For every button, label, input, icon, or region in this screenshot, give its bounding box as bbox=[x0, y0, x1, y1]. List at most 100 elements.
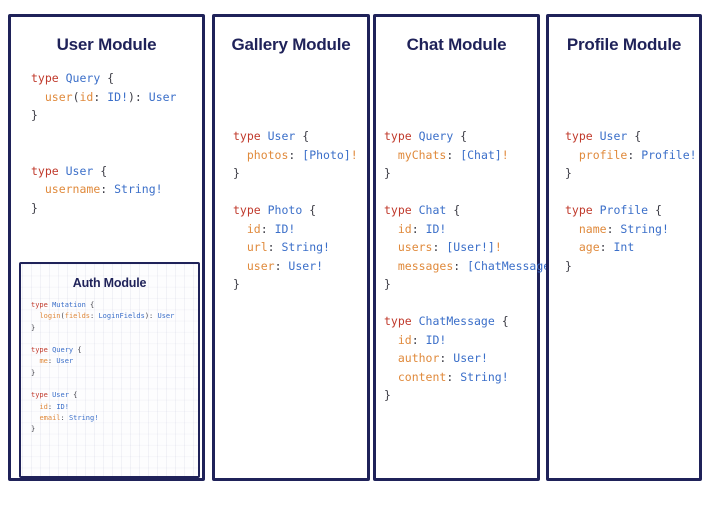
code-line: id: ID! bbox=[384, 331, 537, 350]
code-token: type bbox=[233, 203, 268, 217]
code-token: ! bbox=[501, 147, 509, 162]
code-token: { bbox=[68, 391, 78, 400]
code-token: content bbox=[397, 369, 447, 384]
code-token: } bbox=[565, 258, 572, 273]
code-line: myChats: [Chat]! bbox=[384, 146, 537, 165]
code-token: LoginFields bbox=[98, 312, 145, 321]
code-token: ): bbox=[144, 312, 158, 321]
code-token: [ChatMessage] bbox=[467, 258, 558, 273]
code-token: User bbox=[267, 129, 296, 143]
code-line bbox=[565, 183, 699, 202]
code-token: } bbox=[384, 166, 391, 180]
code-token: Query bbox=[52, 346, 74, 355]
code-token: ID! bbox=[425, 332, 447, 347]
code-token: type bbox=[31, 71, 66, 85]
code-line: me: User bbox=[31, 356, 198, 367]
panel-auth-module[interactable]: Auth Module type Mutation { login(fields… bbox=[19, 262, 200, 478]
code-token: } bbox=[384, 388, 391, 402]
code-token: ( bbox=[72, 89, 80, 104]
code-line: id: ID! bbox=[233, 220, 367, 239]
code-token: age bbox=[578, 240, 600, 254]
code-token: String! bbox=[114, 182, 163, 196]
code-line: users: [User!]! bbox=[384, 238, 537, 257]
code-token: User bbox=[65, 163, 94, 178]
code-token: Profile! bbox=[641, 147, 697, 162]
code-line: login(fields: LoginFields): User bbox=[31, 311, 198, 322]
code-line: } bbox=[31, 323, 198, 334]
code-line: type Query { bbox=[384, 127, 537, 146]
code-token: String! bbox=[281, 240, 330, 254]
code-token bbox=[565, 148, 579, 162]
panel-title-gallery-module: Gallery Module bbox=[231, 35, 351, 54]
code-line: type Mutation { bbox=[31, 300, 198, 311]
code-line: age: Int bbox=[565, 238, 699, 257]
code-token: users bbox=[397, 240, 433, 254]
code-token bbox=[384, 222, 398, 236]
code-token: Int bbox=[613, 240, 635, 254]
code-line: type Photo { bbox=[233, 201, 367, 220]
code-token: type bbox=[233, 129, 268, 143]
code-token: } bbox=[31, 368, 36, 377]
code-token: : bbox=[627, 147, 642, 162]
code-token: { bbox=[494, 314, 509, 328]
code-token: } bbox=[233, 166, 240, 180]
panel-user-module[interactable]: User Module type Query { user(id: ID!): … bbox=[8, 14, 205, 481]
code-line: type User { bbox=[565, 127, 699, 146]
code-block-user-module: type Query { user(id: ID!): User} type U… bbox=[31, 69, 202, 217]
code-token: Query bbox=[65, 71, 101, 85]
code-line: } bbox=[31, 368, 198, 379]
code-line: type User { bbox=[31, 390, 198, 401]
code-line: name: String! bbox=[565, 220, 699, 239]
code-line: user: User! bbox=[233, 257, 367, 276]
code-line: } bbox=[233, 164, 367, 183]
code-line bbox=[31, 334, 198, 345]
code-line: photos: [Photo]! bbox=[233, 146, 367, 165]
code-token: [Chat] bbox=[460, 147, 502, 162]
code-token: User! bbox=[288, 258, 324, 273]
code-line: id: ID! bbox=[384, 220, 537, 239]
code-token: { bbox=[302, 203, 317, 217]
panel-title-user-module: User Module bbox=[56, 35, 157, 54]
code-line: } bbox=[233, 275, 367, 294]
code-token: type bbox=[384, 129, 419, 143]
code-token: user bbox=[44, 89, 73, 104]
code-line: } bbox=[31, 106, 202, 125]
code-line bbox=[384, 183, 537, 202]
code-token: me bbox=[39, 357, 48, 366]
code-token: User bbox=[157, 312, 175, 321]
code-token: [User!] bbox=[446, 240, 495, 254]
panel-gallery-module[interactable]: Gallery Module type User { photos: [Phot… bbox=[212, 14, 370, 481]
code-token: : bbox=[267, 240, 282, 254]
panel-title-chat-module: Chat Module bbox=[406, 35, 507, 54]
panel-profile-module[interactable]: Profile Module type User { profile: Prof… bbox=[546, 14, 702, 481]
code-token: ID! bbox=[425, 221, 447, 236]
code-token: type bbox=[31, 163, 66, 178]
code-line: } bbox=[31, 199, 202, 218]
panel-title-auth-module: Auth Module bbox=[72, 276, 147, 290]
code-token: type bbox=[384, 203, 419, 217]
code-token: ( bbox=[60, 312, 65, 321]
code-token: Query bbox=[418, 129, 454, 143]
panel-chat-module[interactable]: Chat Module type Query { myChats: [Chat]… bbox=[373, 14, 564, 481]
code-line bbox=[31, 125, 202, 144]
code-token: { bbox=[100, 71, 115, 85]
code-token: : bbox=[446, 147, 461, 162]
code-token: : bbox=[288, 147, 303, 162]
code-token: url bbox=[246, 240, 268, 254]
code-token: fields bbox=[64, 312, 91, 321]
code-token: author bbox=[397, 351, 440, 365]
code-block-auth-module: type Mutation { login(fields: LoginField… bbox=[31, 300, 198, 436]
code-token: Mutation bbox=[52, 301, 86, 309]
code-token bbox=[233, 148, 247, 162]
code-token: id bbox=[246, 221, 261, 236]
code-token: { bbox=[446, 203, 461, 217]
code-line: id: ID! bbox=[31, 402, 198, 413]
code-token: User bbox=[599, 129, 628, 143]
code-token: } bbox=[31, 425, 36, 434]
code-token: : bbox=[439, 351, 454, 365]
code-token: messages bbox=[397, 258, 454, 273]
code-line: } bbox=[565, 164, 699, 183]
code-line: messages: [ChatMessage]! bbox=[384, 257, 564, 276]
code-line: type ChatMessage { bbox=[384, 312, 537, 331]
